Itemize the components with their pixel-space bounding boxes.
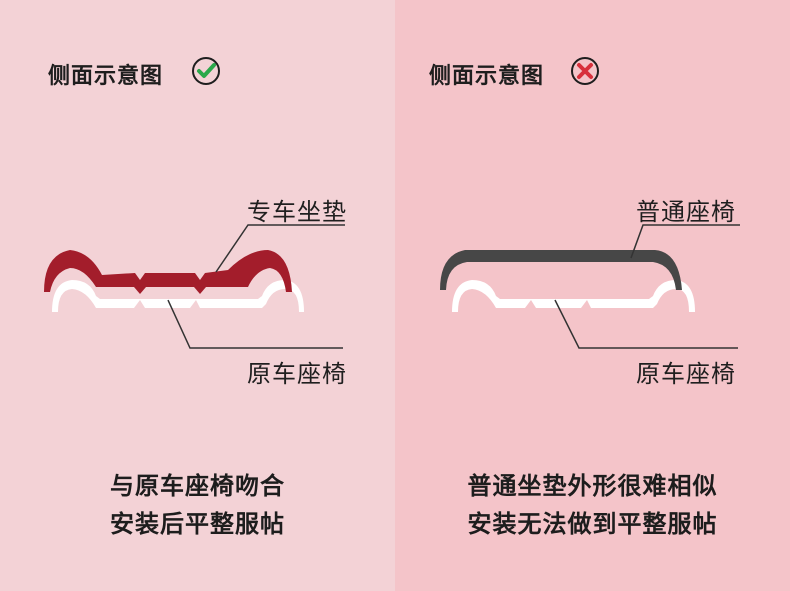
right-generic-cushion (440, 250, 682, 290)
left-top-leader (215, 224, 345, 273)
left-bottom-label: 原车座椅 (247, 360, 347, 388)
cross-circle-icon (571, 57, 599, 85)
right-caption-line1: 普通坐垫外形很难相似 (467, 472, 718, 500)
left-panel: 侧面示意图 专车坐垫 原车座椅 与原车座椅吻合 安装后平整服帖 (0, 0, 395, 591)
right-top-label: 普通座椅 (636, 198, 736, 226)
left-diagram (44, 224, 345, 349)
left-original-seat (52, 280, 304, 312)
right-panel: 侧面示意图 普通座椅 原车座椅 普通坐垫外形很难相似 安装无法做到平整服帖 (395, 0, 790, 591)
left-caption-line2: 安装后平整服帖 (110, 510, 285, 538)
right-diagram (440, 224, 740, 349)
left-top-label: 专车坐垫 (247, 198, 347, 226)
left-caption-line1: 与原车座椅吻合 (110, 472, 285, 500)
left-title: 侧面示意图 (48, 64, 164, 89)
right-caption-line2: 安装无法做到平整服帖 (467, 510, 718, 538)
right-title: 侧面示意图 (429, 64, 545, 89)
right-top-leader (630, 224, 740, 259)
right-original-seat (452, 280, 695, 312)
right-bottom-leader (554, 299, 738, 349)
left-custom-cushion (44, 250, 292, 294)
right-bottom-label: 原车座椅 (636, 360, 736, 388)
check-circle-icon (192, 57, 220, 85)
left-bottom-leader (167, 299, 343, 349)
